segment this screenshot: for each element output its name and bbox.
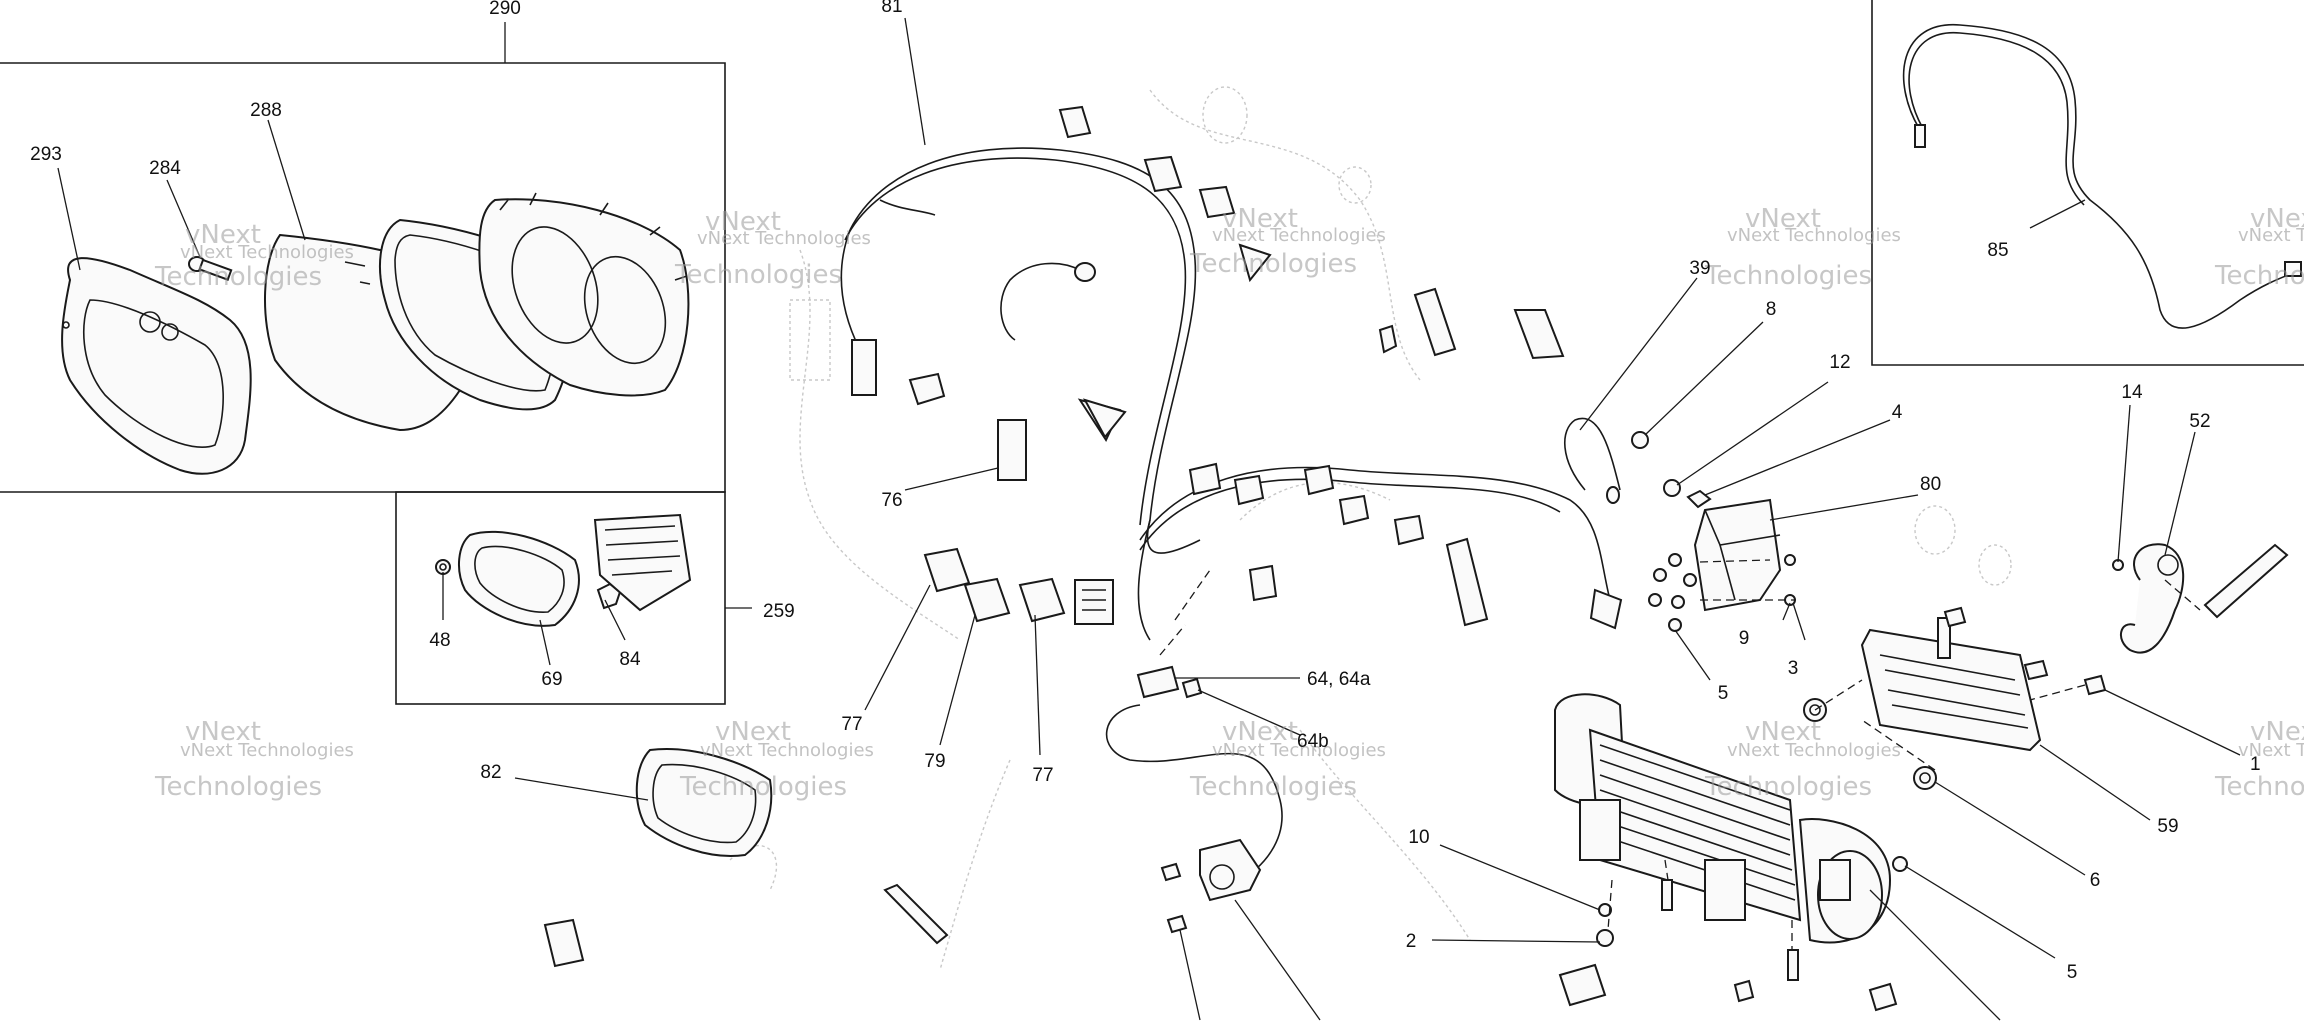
harness-clips	[1058, 105, 1565, 627]
watermark-vnext: vNext	[1745, 204, 1821, 234]
callout-288: 288	[250, 100, 282, 121]
group-85-box	[1871, 0, 2304, 366]
callout-3: 3	[1788, 658, 1799, 679]
watermark-vnext: vNext	[705, 207, 781, 237]
callout-64-64a: 64, 64a	[1307, 669, 1371, 690]
watermark-small: vNext Technologies	[2238, 225, 2304, 246]
display-bezel-69	[458, 530, 580, 627]
assembly-dash-lines	[1159, 559, 2201, 950]
watermark-small: vNext Technologies	[180, 740, 354, 761]
watermark-small: vNext Technologies	[700, 740, 874, 761]
ghost-background-parts	[729, 86, 2012, 971]
switch-77-left	[923, 547, 971, 593]
callout-8: 8	[1766, 299, 1777, 320]
screw-284	[188, 256, 233, 281]
watermark-technologies: Technologies	[674, 260, 842, 290]
watermark-vnext: vNext	[2250, 717, 2304, 747]
watermark-technologies: Technologies	[2214, 261, 2304, 291]
watermark-vnext: vNext	[185, 220, 261, 250]
callout-84: 84	[619, 649, 641, 670]
ground-cable-39	[1564, 417, 1621, 504]
watermark-technologies: Technologies	[1189, 249, 1357, 279]
callout-64b: 64b	[1297, 731, 1329, 752]
callout-76: 76	[881, 490, 902, 511]
callout-4: 4	[1892, 402, 1903, 423]
group-259-box	[395, 491, 752, 705]
wiring-harness-81	[840, 147, 1623, 641]
winch-bolts	[1558, 856, 1908, 1012]
watermark-small: vNext Technologies	[1212, 740, 1386, 761]
callout-6: 6	[2090, 870, 2101, 891]
callout-52: 52	[2189, 411, 2210, 432]
contactor-80	[1693, 498, 1782, 612]
callout-5-right: 5	[2067, 962, 2078, 983]
winch-assembly	[1554, 693, 1892, 944]
roller-fairlead-59	[1860, 606, 2107, 752]
callout-79: 79	[924, 751, 945, 772]
callout-77-left: 77	[841, 714, 862, 735]
nut-8	[1631, 431, 1649, 449]
callout-10: 10	[1408, 827, 1429, 848]
switch-77-right	[1018, 577, 1066, 623]
watermark-technologies: Technologies	[1704, 772, 1872, 802]
callout-48: 48	[429, 630, 450, 651]
display-82	[635, 748, 773, 857]
callout-12: 12	[1829, 352, 1850, 373]
callout-82: 82	[480, 762, 501, 783]
callout-5-left: 5	[1718, 683, 1729, 704]
watermark-vnext: vNext	[715, 717, 791, 747]
watermark-small: vNext Technologies	[1727, 225, 1901, 246]
callout-85: 85	[1987, 240, 2008, 261]
watermark-vnext: vNext	[185, 717, 261, 747]
watermark-vnext: vNext	[1745, 717, 1821, 747]
callout-14: 14	[2121, 382, 2143, 403]
watermark-small: vNext Technologies	[697, 228, 871, 249]
callout-77-right: 77	[1032, 765, 1053, 786]
switch-block	[1074, 579, 1114, 625]
callout-81: 81	[881, 0, 902, 17]
watermark-technologies: Technologies	[679, 772, 847, 802]
watermark-technologies: Technologies	[2214, 772, 2304, 802]
connector-84	[596, 582, 622, 610]
callout-293: 293	[30, 144, 62, 165]
watermark-small: vNext Technologies	[1212, 225, 1386, 246]
instrument-bezel-293	[61, 257, 252, 475]
group-290-box	[0, 22, 726, 493]
switch-79	[963, 577, 1011, 623]
watermark-vnext: vNext	[2250, 204, 2304, 234]
bolt-4	[1686, 489, 1712, 509]
watermark-technologies: Technologies	[1704, 261, 1872, 291]
watermark-small: vNext Technologies	[2238, 740, 2304, 761]
watermark-technologies: Technologies	[1189, 772, 1357, 802]
leader-lines	[57, 17, 2241, 1021]
callout-290: 290	[489, 0, 521, 19]
callout-59: 59	[2157, 816, 2178, 837]
watermark-small: vNext Technologies	[180, 242, 354, 263]
callout-39: 39	[1689, 258, 1710, 279]
watermark-vnext: vNext	[1222, 717, 1298, 747]
nut-48	[435, 559, 451, 575]
callout-9: 9	[1739, 628, 1750, 649]
callout-labels: 290 293 284 288 259 48 69 84 82 81 76 77…	[30, 0, 2260, 983]
watermark-technologies: Technologies	[154, 262, 322, 292]
watermark-vnext: vNext	[1222, 204, 1298, 234]
callout-2: 2	[1406, 931, 1417, 952]
watermark-small: vNext Technologies	[1727, 740, 1901, 761]
bracket-small	[543, 883, 949, 968]
cable-85	[1902, 24, 2302, 329]
display-module	[593, 513, 692, 612]
callout-284: 284	[149, 158, 181, 179]
callout-69: 69	[541, 669, 562, 690]
callout-1: 1	[2250, 754, 2261, 775]
sensor-pigtail	[1105, 704, 1283, 934]
washer-12	[1663, 479, 1681, 497]
callout-80: 80	[1920, 474, 1941, 495]
cluster-housing	[478, 192, 690, 397]
callout-259: 259	[763, 601, 795, 622]
watermarks: vNext Technologies vNext Technologies vN…	[154, 204, 2304, 802]
watermark-technologies: Technologies	[154, 772, 322, 802]
hook-52	[2120, 543, 2289, 654]
connector-64	[1136, 665, 1203, 699]
